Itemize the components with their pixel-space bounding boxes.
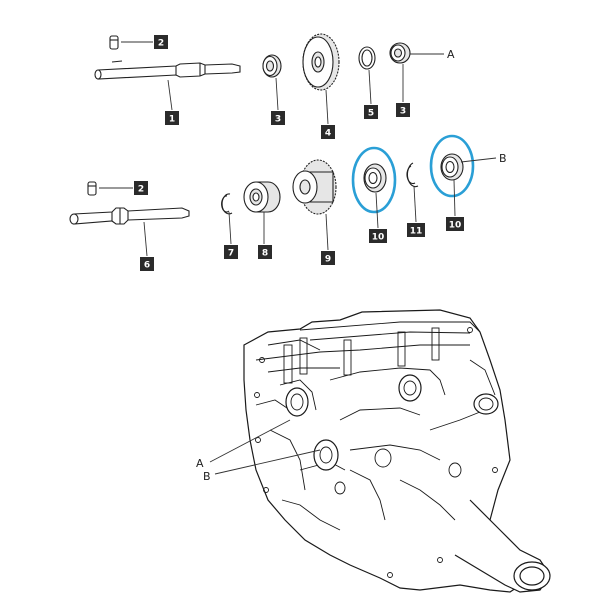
svg-text:9: 9 (325, 255, 331, 265)
label-tag-7: 7 (224, 245, 238, 259)
svg-text:6: 6 (144, 261, 150, 271)
label-tag-10a: 10 (369, 229, 387, 243)
label-tag-2b: 2 (134, 181, 148, 195)
label-tag-8: 8 (258, 245, 272, 259)
svg-text:4: 4 (325, 129, 331, 139)
letter-b-housing: B (203, 470, 211, 483)
seal-part-10b (440, 153, 464, 181)
bearing-part-3b (389, 42, 411, 64)
letter-a-top: A (447, 48, 455, 61)
svg-text:1: 1 (169, 115, 175, 125)
svg-text:5: 5 (368, 109, 374, 119)
gear-part-9 (292, 159, 337, 215)
pin-part-top (109, 35, 119, 50)
shaft-part-1 (94, 60, 241, 80)
highlight-circle-10b (429, 134, 475, 198)
bearing-part-8 (243, 181, 281, 213)
label-tag-5: 5 (364, 105, 378, 119)
transmission-housing (243, 309, 551, 593)
letter-a-housing: A (196, 457, 204, 470)
label-tag-4: 4 (321, 125, 335, 139)
snap-ring-part-11 (406, 162, 419, 188)
label-tag-1: 1 (165, 111, 179, 125)
label-tag-11: 11 (407, 223, 425, 237)
pin-part-middle (87, 181, 97, 196)
shaft-part-6 (69, 207, 190, 225)
svg-text:10: 10 (449, 221, 462, 231)
svg-text:2: 2 (158, 39, 164, 49)
svg-text:7: 7 (228, 249, 234, 259)
svg-text:11: 11 (410, 227, 423, 237)
letter-b-top: B (499, 152, 507, 165)
label-tag-10b: 10 (446, 217, 464, 231)
label-tag-3b: 3 (396, 103, 410, 117)
svg-text:10: 10 (372, 233, 385, 243)
label-tag-6: 6 (140, 257, 154, 271)
seal-part-10a (363, 163, 387, 193)
label-tag-2a: 2 (154, 35, 168, 49)
label-tag-9: 9 (321, 251, 335, 265)
snap-ring-part-7 (221, 193, 233, 215)
svg-text:8: 8 (262, 249, 268, 259)
ring-part-5 (358, 46, 376, 70)
svg-text:2: 2 (138, 185, 144, 195)
svg-text:3: 3 (400, 107, 406, 117)
bearing-part-3a (262, 54, 282, 78)
highlight-circle-10a (351, 146, 397, 214)
gear-part-4 (302, 33, 340, 91)
label-tag-3a: 3 (271, 111, 285, 125)
svg-text:3: 3 (275, 115, 281, 125)
